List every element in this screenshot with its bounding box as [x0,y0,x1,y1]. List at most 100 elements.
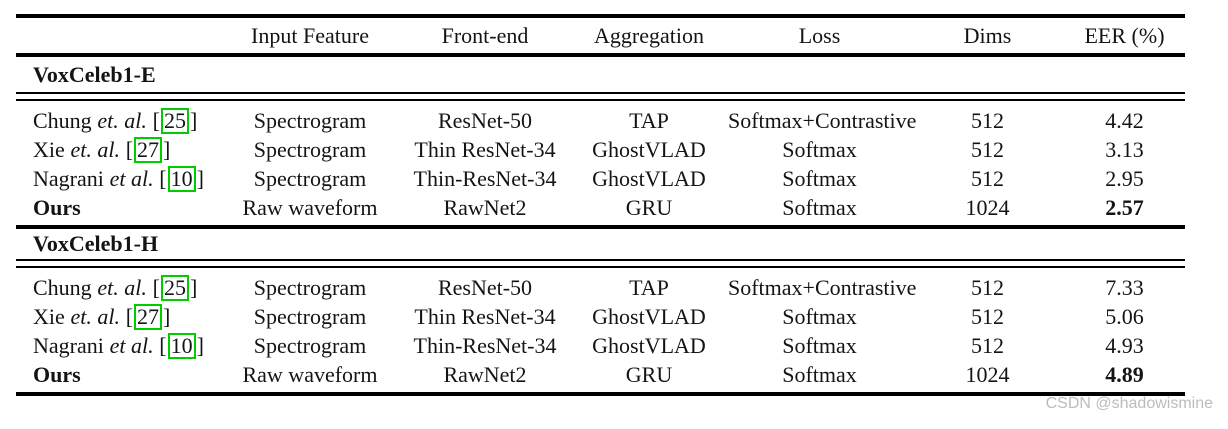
input-feature-cell: Raw waveform [242,195,378,220]
front-end-cell: Thin-ResNet-34 [413,166,557,191]
loss-cell: Softmax+Contrastive [728,275,917,300]
method-cell: Ours [16,360,220,389]
loss-cell: Softmax+Contrastive [728,108,917,133]
column-header-eer: EER (%) [1084,23,1165,48]
input-feature-cell: Spectrogram [253,166,367,191]
dims-cell: 512 [971,304,1004,329]
loss-cell: Softmax [782,304,857,329]
csdn-watermark: CSDN @shadowismine [1045,395,1213,412]
aggregation-cell: TAP [629,275,669,300]
dims-cell: Softmax [782,362,857,387]
bracket-close: ] [196,166,204,191]
dims-cell: 512 [971,333,1004,358]
author-name: Xie [33,137,65,162]
citation-link[interactable]: [27] [125,137,170,163]
header-bottom-rule [16,53,1185,57]
aggregation-cell: GhostVLAD [592,304,706,329]
author-name: Chung [33,108,92,133]
eer-cell: 3.13 [1105,137,1144,162]
aggregation-cell: TAP [629,108,669,133]
citation-box: 25 [160,108,189,134]
citation-link[interactable]: [10] [159,333,204,359]
input-feature-cell: Spectrogram [253,275,367,300]
et-al-label: et. al. [97,275,147,300]
eer-cell: 2.95 [1105,166,1144,191]
dims-cell: 512 [971,108,1004,133]
citation-box: 10 [167,333,196,359]
citation-link[interactable]: [27] [125,304,171,330]
results-table: Input Feature Front-end Aggregation Loss… [16,14,1185,396]
loss-cell: Softmax [782,166,857,191]
bracket-open: [ [125,304,134,329]
bracket-close: ] [189,275,198,300]
author-name: Ours [33,195,81,220]
input-feature-cell: Spectrogram [253,137,367,162]
citation-link[interactable]: [25] [152,275,198,301]
et-al-label: et al. [109,166,154,191]
dims-cell: 512 [971,275,1004,300]
bracket-open: [ [152,275,160,300]
front-end-cell: Thin-ResNet-34 [413,333,557,358]
dims-cell: 512 [971,137,1004,162]
input-feature-cell: Spectrogram [253,333,367,358]
citation-link[interactable]: [10] [159,166,204,192]
column-header-aggregation: Aggregation [594,23,704,48]
input-feature-cell: Raw waveform [242,362,378,387]
column-header-front-end: Front-end [441,23,529,48]
input-feature-cell: Spectrogram [253,304,367,329]
front-end-cell: Thin ResNet-34 [414,304,556,329]
bracket-open: [ [152,108,160,133]
loss-cell: Softmax [782,333,857,358]
bracket-open: [ [159,333,167,358]
citation-link[interactable]: [25] [152,108,197,134]
bracket-close: ] [163,304,171,329]
et-al-label: et al. [109,333,154,358]
author-name: Nagrani [33,166,104,191]
bracket-open: [ [125,137,134,162]
section-top-rule [16,225,1185,229]
author-name: Ours [33,362,81,387]
et-al-label: et. al. [70,137,120,162]
bracket-open: [ [159,166,167,191]
aggregation-cell: GRU [625,195,673,220]
front-end-cell: Thin ResNet-34 [414,137,556,162]
front-end-cell: RawNet2 [443,195,527,220]
aggregation-cell: GRU [625,362,673,387]
citation-box: 27 [134,304,163,330]
column-header-input-feature: Input Feature [251,23,369,48]
section-title-voxceleb1-h: VoxCeleb1-H [33,231,159,256]
citation-box: 10 [167,166,196,192]
table-row-ours: Ours Raw waveform RawNet2 GRU Softmax 10… [16,193,1185,222]
citation-box: 27 [134,137,163,163]
author-name: Xie [33,304,65,329]
eer-cell: 4.42 [1105,108,1144,133]
author-name: Nagrani [33,333,104,358]
method-cell: Ours [16,193,220,222]
front-end-cell: ResNet-50 [437,275,533,300]
bottom-rule [16,392,1185,396]
input-feature-cell: Spectrogram [253,108,367,133]
bracket-close: ] [196,333,204,358]
eer-cell: 5.06 [1105,304,1144,329]
front-end-cell: RawNet2 [443,362,527,387]
et-al-label: et. al. [97,108,147,133]
loss-cell: Softmax [782,137,857,162]
citation-box: 25 [160,275,189,301]
front-end-cell: ResNet-50 [437,108,533,133]
section-title-voxceleb1-e: VoxCeleb1-E [33,62,156,87]
dims-cell: 1024 [965,362,1010,387]
section-divider-rule [16,259,1185,268]
column-header-loss: Loss [798,23,841,48]
